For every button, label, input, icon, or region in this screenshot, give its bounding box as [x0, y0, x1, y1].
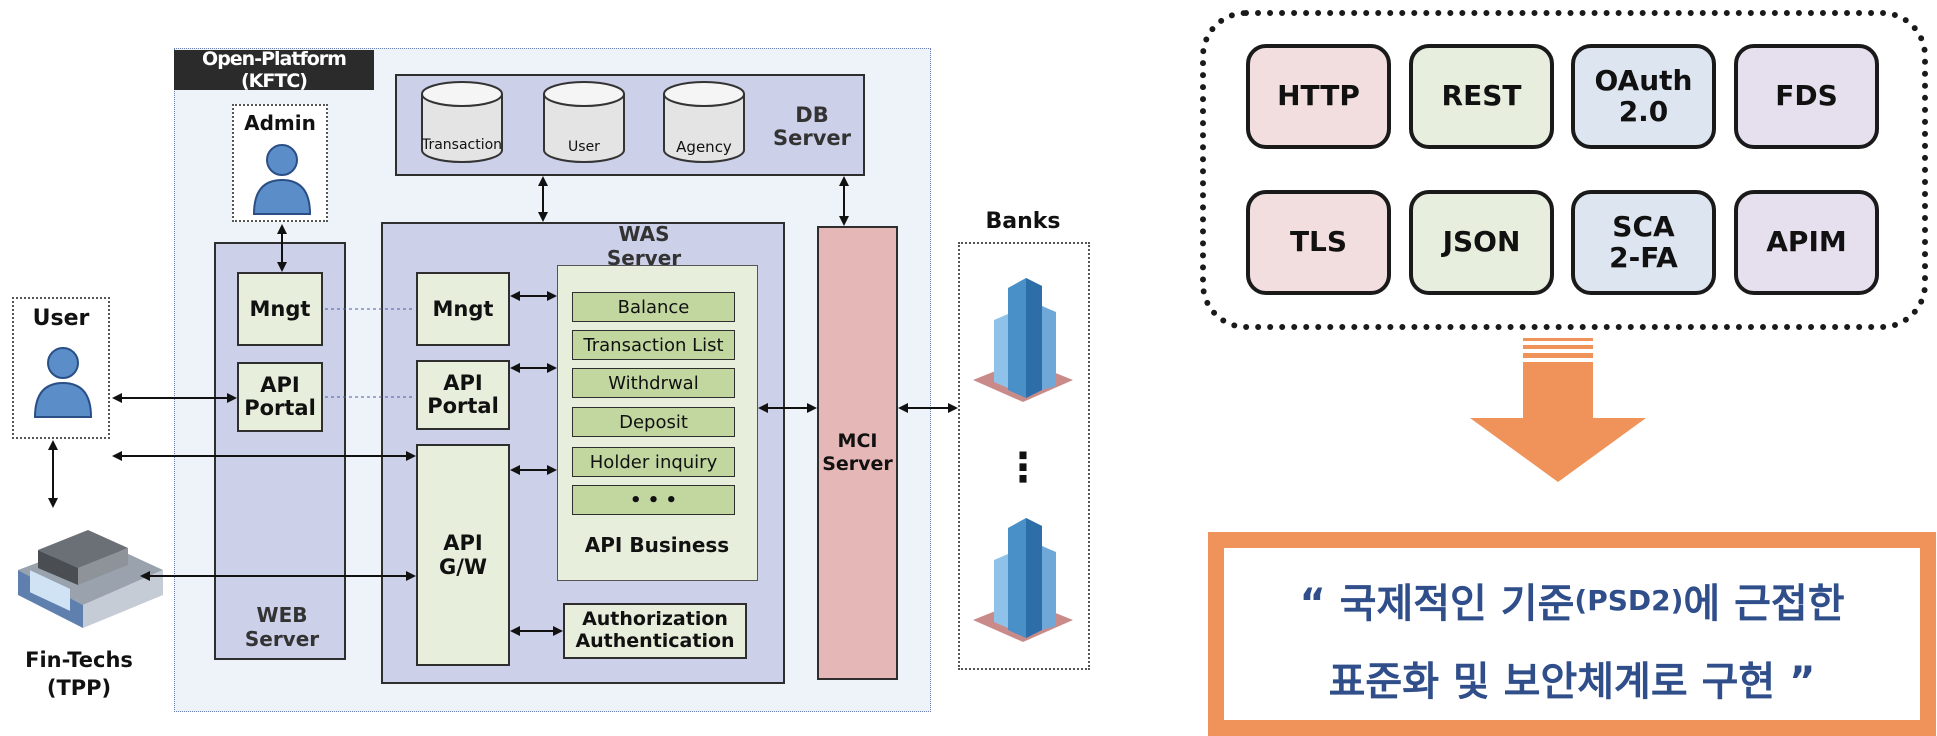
- api-business-label: API Business: [584, 533, 730, 557]
- fintech-label-line1: Fin-Techs: [25, 648, 133, 672]
- bank-building-icon: [973, 278, 1073, 402]
- was-api-portal-box: API Portal: [416, 360, 510, 430]
- db-server-label-line2: Server: [772, 126, 851, 150]
- user-box: User: [12, 297, 110, 439]
- conclusion-line1-c: 에 근접한: [1683, 581, 1845, 627]
- db-server-label-line1: DB: [795, 102, 829, 127]
- platform-label: Open-Platform (KFTC): [174, 48, 374, 92]
- banks-label: Banks: [985, 208, 1061, 234]
- tech-apim-label: APIM: [1766, 225, 1847, 259]
- conclusion-line1-b: (PSD2): [1574, 583, 1684, 617]
- fintech-building-icon: [18, 530, 163, 628]
- tech-sca-label: SCA: [1612, 209, 1675, 243]
- fintech-label-line2: (TPP): [46, 676, 112, 700]
- api-gateway-line2: G/W: [438, 555, 488, 579]
- tech-rest: REST: [1409, 44, 1554, 149]
- tech-panel: [1200, 10, 1928, 330]
- conclusion-line1-a: “ 국제적인 기준: [1299, 581, 1575, 627]
- admin-person-icon: [252, 144, 312, 215]
- conclusion-line1: “ 국제적인 기준(PSD2)에 근접한: [1224, 570, 1920, 630]
- deposit-item: Deposit: [572, 407, 735, 437]
- tech-json: JSON: [1409, 190, 1554, 295]
- user-label: User: [32, 305, 90, 331]
- user-db-label: User: [568, 139, 600, 155]
- tech-oauth: OAuth 2.0: [1571, 44, 1716, 149]
- db-server-label: DB Server: [769, 100, 855, 154]
- was-mngt-box: Mngt: [416, 272, 510, 346]
- connector-lines: [48, 176, 958, 636]
- auth-line1: Authorization: [582, 608, 728, 631]
- holder-inquiry-item: Holder inquiry: [572, 447, 735, 477]
- agency-db-icon: [663, 81, 745, 163]
- tech-http-label: HTTP: [1277, 79, 1360, 113]
- agency-db-label: Agency: [676, 138, 732, 156]
- tech-sca: SCA 2-FA: [1571, 190, 1716, 295]
- auth-line2: Authentication: [575, 630, 735, 652]
- user-person-icon: [33, 347, 93, 418]
- user-db-icon: [543, 81, 625, 163]
- transaction-list-item: Transaction List: [572, 330, 735, 360]
- web-api-portal-line1: API: [260, 372, 300, 397]
- bank-building-icon: [973, 518, 1073, 642]
- mci-server: MCI Server: [817, 226, 898, 680]
- tech-fds-label: FDS: [1775, 79, 1838, 113]
- was-api-portal-line2: Portal: [427, 394, 499, 418]
- tech-oauth-label: OAuth: [1594, 63, 1693, 97]
- tech-http: HTTP: [1246, 44, 1391, 149]
- transaction-db-icon: [421, 81, 503, 163]
- down-arrow-icon: [1470, 338, 1646, 482]
- tech-fds: FDS: [1734, 44, 1879, 149]
- admin-label: Admin: [244, 111, 316, 135]
- tech-tls-label: TLS: [1289, 225, 1348, 259]
- balance-item: Balance: [572, 292, 735, 322]
- tech-apim: APIM: [1734, 190, 1879, 295]
- transaction-db-label: Transaction: [421, 137, 503, 153]
- admin-box: Admin: [232, 104, 328, 222]
- more-items: • • •: [572, 485, 735, 515]
- api-gateway-box: API G/W: [416, 444, 510, 666]
- conclusion-box: “ 국제적인 기준(PSD2)에 근접한 표준화 및 보안체계로 구현 ”: [1208, 532, 1936, 736]
- web-api-portal-line2: Portal: [244, 396, 316, 420]
- web-api-portal-box: API Portal: [237, 362, 323, 432]
- web-mngt-box: Mngt: [237, 272, 323, 346]
- mci-server-line2: Server: [822, 453, 893, 475]
- tech-sca-label-2: 2-FA: [1609, 240, 1678, 274]
- withdrawal-item: Withdrwal: [572, 368, 735, 398]
- tech-tls: TLS: [1246, 190, 1391, 295]
- tech-rest-label: REST: [1441, 79, 1522, 113]
- auth-box: Authorization Authentication: [563, 603, 747, 659]
- was-api-portal-line1: API: [443, 370, 483, 395]
- conclusion-line2: 표준화 및 보안체계로 구현 ”: [1328, 659, 1816, 705]
- api-gateway-line1: API: [443, 530, 483, 555]
- bank-ellipsis: ⋮: [1003, 445, 1043, 491]
- mci-server-line1: MCI: [837, 430, 878, 453]
- tech-json-label: JSON: [1442, 225, 1521, 259]
- tech-oauth-label-2: 2.0: [1618, 94, 1669, 128]
